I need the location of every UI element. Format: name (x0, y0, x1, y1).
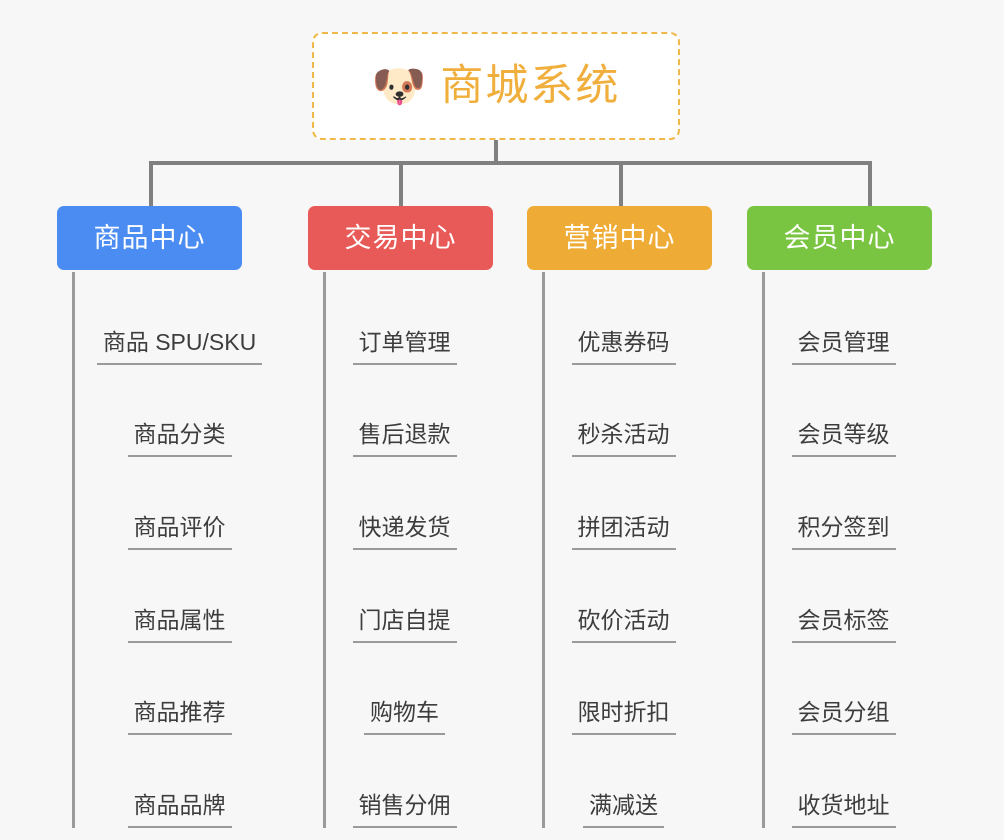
root-node-title: 商城系统 (440, 61, 621, 110)
leaf-item-label: 销售分佣 (352, 794, 457, 829)
category-label: 会员中心 (783, 222, 896, 253)
leaf-item-label: 会员分组 (791, 701, 896, 736)
leaf-item-label: 购物车 (364, 701, 445, 736)
category-box-product-center[interactable]: 商品中心 (57, 206, 242, 270)
leaf-item-label: 快递发货 (352, 516, 457, 551)
leaf-item[interactable]: 商品评价 (75, 457, 284, 551)
leaf-item-label: 拼团活动 (571, 516, 676, 551)
leaf-item[interactable]: 商品 SPU/SKU (75, 272, 284, 365)
leaf-item-label: 商品推荐 (127, 701, 232, 736)
connector-drop-4 (868, 161, 872, 206)
leaf-item[interactable]: 订单管理 (326, 272, 483, 365)
category-box-trade-center[interactable]: 交易中心 (308, 206, 493, 270)
leaf-item-label: 优惠券码 (571, 330, 676, 365)
leaf-item-label: 会员标签 (791, 608, 896, 643)
leaf-item[interactable]: 拼团活动 (545, 457, 702, 551)
leaf-item[interactable]: 商品分类 (75, 365, 284, 458)
leaf-item[interactable]: 会员管理 (765, 272, 922, 365)
leaf-item-label: 商品属性 (127, 608, 232, 643)
leaf-item-label: 满减送 (583, 794, 664, 829)
connector-drop-3 (619, 161, 623, 206)
leaf-item[interactable]: 砍价活动 (545, 550, 702, 643)
leaf-item-label: 商品分类 (127, 423, 232, 458)
connector-drop-2 (399, 161, 403, 206)
leaf-item[interactable]: 商品属性 (75, 550, 284, 643)
connector-drop-1 (149, 161, 153, 206)
leaf-item-label: 秒杀活动 (571, 423, 676, 458)
leaf-item-label: 商品品牌 (127, 794, 232, 829)
leaf-item[interactable]: 优惠券码 (545, 272, 702, 365)
leaf-item[interactable]: 限时折扣 (545, 643, 702, 736)
leaf-item-label: 收货地址 (791, 794, 896, 829)
connector-horizontal-bus (149, 161, 872, 165)
leaf-item-label: 商品 SPU/SKU (96, 330, 263, 365)
category-label: 商品中心 (93, 222, 206, 253)
leaf-item-label: 会员等级 (791, 423, 896, 458)
dog-face-icon: 🐶 (371, 62, 427, 111)
leaf-item[interactable]: 购物车 (326, 643, 483, 736)
leaf-item[interactable]: 销售分佣 (326, 735, 483, 829)
leaf-item[interactable]: 收货地址 (765, 735, 922, 829)
leaf-item-label: 积分签到 (791, 516, 896, 551)
leaf-item[interactable]: 积分签到 (765, 457, 922, 551)
leaf-item[interactable]: 售后退款 (326, 365, 483, 458)
leaf-item[interactable]: 商品品牌 (75, 735, 284, 829)
leaf-column-trade-center: 订单管理 售后退款 快递发货 门店自提 购物车 销售分佣 (323, 272, 483, 829)
leaf-item[interactable]: 会员分组 (765, 643, 922, 736)
leaf-item-label: 会员管理 (791, 330, 896, 365)
leaf-item[interactable]: 门店自提 (326, 550, 483, 643)
leaf-item[interactable]: 会员标签 (765, 550, 922, 643)
leaf-item-label: 订单管理 (352, 330, 457, 365)
leaf-item-label: 门店自提 (352, 608, 457, 643)
leaf-item[interactable]: 会员等级 (765, 365, 922, 458)
leaf-item[interactable]: 快递发货 (326, 457, 483, 551)
leaf-item-label: 限时折扣 (571, 701, 676, 736)
category-box-marketing-center[interactable]: 营销中心 (527, 206, 712, 270)
root-node-shopping-mall-system[interactable]: 🐶 商城系统 (312, 32, 680, 140)
leaf-item-label: 售后退款 (352, 423, 457, 458)
leaf-item-label: 砍价活动 (571, 608, 676, 643)
leaf-item-label: 商品评价 (127, 516, 232, 551)
connector-root-stem (494, 140, 498, 164)
leaf-column-marketing-center: 优惠券码 秒杀活动 拼团活动 砍价活动 限时折扣 满减送 (542, 272, 702, 829)
category-box-member-center[interactable]: 会员中心 (747, 206, 932, 270)
leaf-column-member-center: 会员管理 会员等级 积分签到 会员标签 会员分组 收货地址 (762, 272, 922, 829)
leaf-item[interactable]: 秒杀活动 (545, 365, 702, 458)
leaf-column-product-center: 商品 SPU/SKU 商品分类 商品评价 商品属性 商品推荐 商品品牌 (72, 272, 284, 829)
category-label: 交易中心 (344, 222, 457, 253)
category-label: 营销中心 (563, 222, 676, 253)
leaf-item[interactable]: 商品推荐 (75, 643, 284, 736)
leaf-item[interactable]: 满减送 (545, 735, 702, 829)
